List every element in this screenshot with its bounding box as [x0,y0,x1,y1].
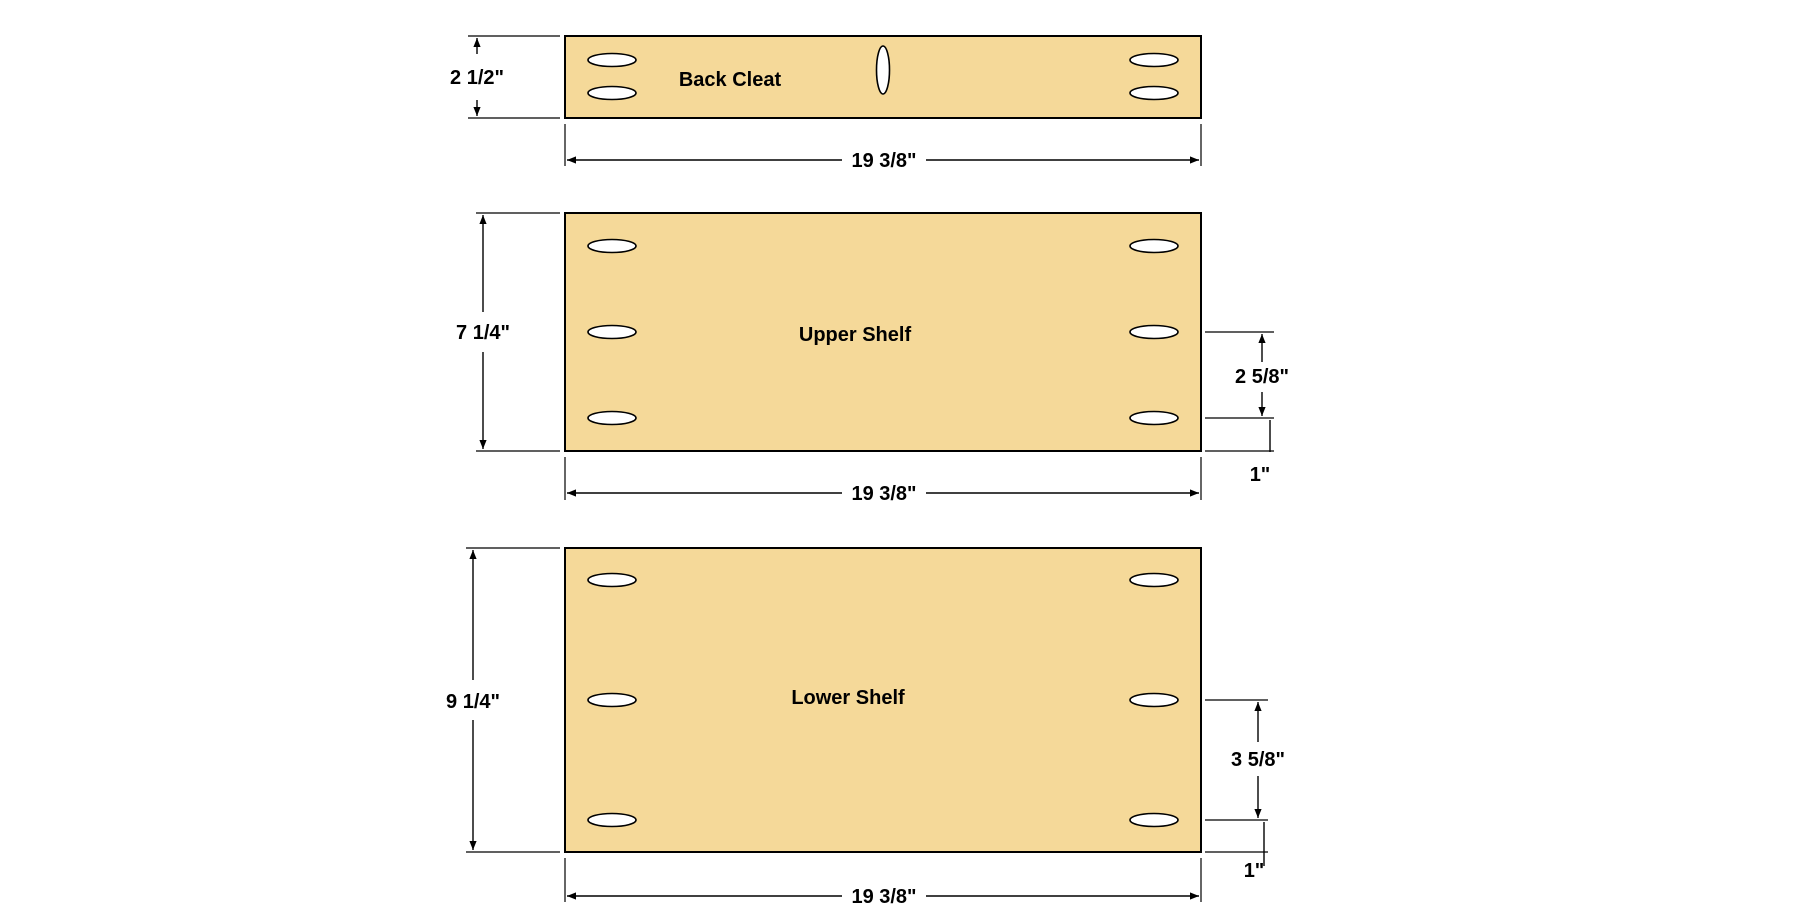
upper-shelf-board [564,212,1202,452]
pocket-hole [1129,692,1179,708]
pocket-hole [1129,572,1179,588]
upper-shelf-label: Upper Shelf [799,324,912,346]
lower-shelf-label: Lower Shelf [791,687,905,709]
lower-shelf-hole-spacing-dimension: 3 5/8" [1231,749,1285,771]
pocket-hole [587,812,637,828]
pocket-hole [587,410,637,426]
upper-shelf-part: Upper Shelf 7 1/4" 2 5/8" 1" 19 3/8" [456,212,1289,505]
pocket-hole [1129,52,1179,68]
pocket-hole [587,324,637,340]
lower-shelf-edge-offset-dimension: 1" [1244,860,1265,882]
lower-shelf-part: Lower Shelf 9 1/4" 3 5/8" 1" 19 3/8" [446,547,1285,908]
pocket-hole [587,238,637,254]
pocket-hole [587,692,637,708]
pocket-hole [1129,238,1179,254]
lower-shelf-length-dimension: 19 3/8" [851,886,916,908]
pocket-hole [587,572,637,588]
back-cleat-width-dimension: 2 1/2" [450,67,504,89]
upper-shelf-width-dimension: 7 1/4" [456,322,510,344]
lower-shelf-board [564,547,1202,853]
pocket-hole [1129,85,1179,101]
back-cleat-length-dimension: 19 3/8" [851,150,916,172]
upper-shelf-hole-spacing-dimension: 2 5/8" [1235,366,1289,388]
pocket-hole [1129,812,1179,828]
lower-shelf-width-dimension: 9 1/4" [446,691,500,713]
mounting-slot [875,45,891,95]
pocket-hole [1129,324,1179,340]
back-cleat-part: Back Cleat 2 1/2" 19 3/8" [450,35,1202,172]
upper-shelf-length-dimension: 19 3/8" [851,483,916,505]
pocket-hole [1129,410,1179,426]
pocket-hole [587,52,637,68]
pocket-hole [587,85,637,101]
back-cleat-label: Back Cleat [679,69,782,91]
upper-shelf-edge-offset-dimension: 1" [1250,464,1271,486]
